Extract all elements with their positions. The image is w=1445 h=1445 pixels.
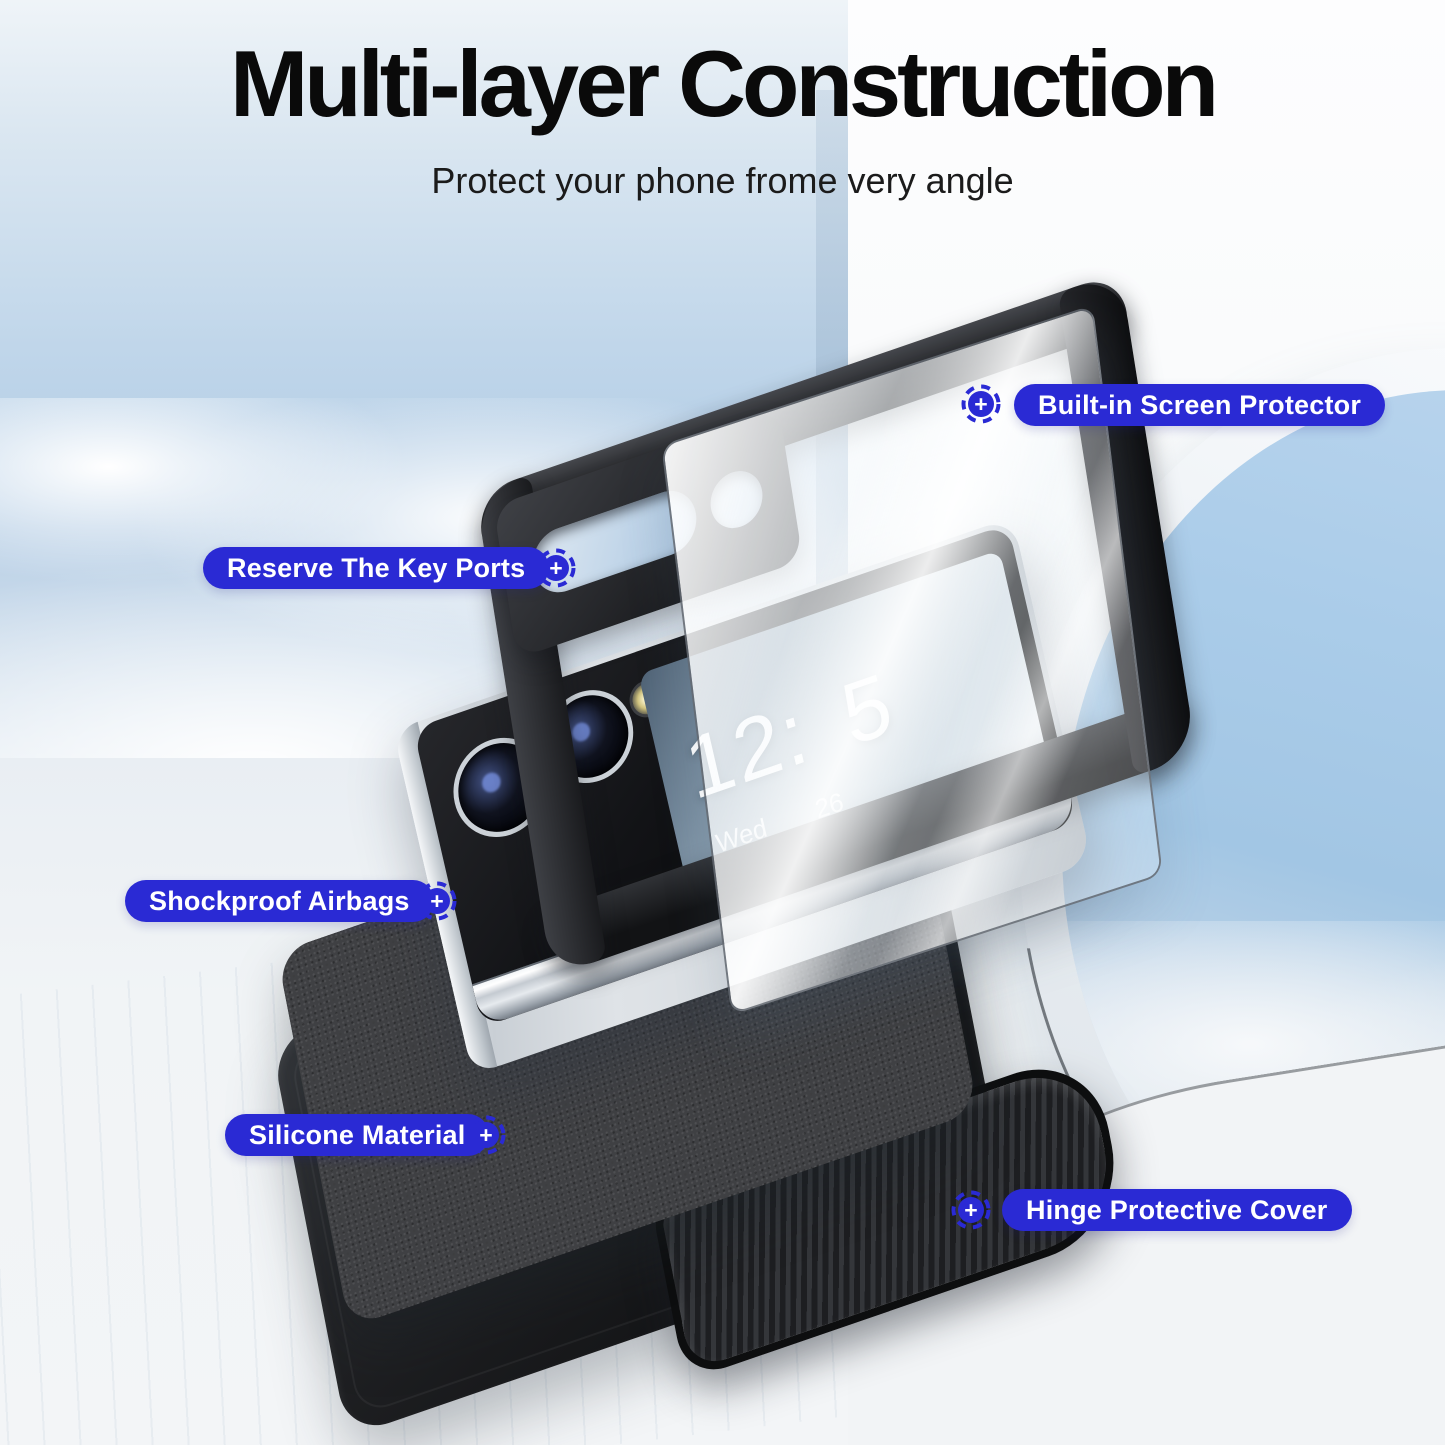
callout-pill-screen-protector: Built-in Screen Protector [1014,384,1386,426]
plus-glyph: + [473,1122,499,1148]
plus-glyph: + [543,555,569,581]
plus-icon: + [961,384,1001,424]
dashed-ring-icon [417,881,457,921]
dashed-ring-icon [536,548,576,588]
dashed-ring-icon [951,1190,991,1230]
callout-pill-hinge-cover: Hinge Protective Cover [1002,1189,1352,1231]
plus-glyph: + [424,888,450,914]
page-title: Multi-layer Construction [229,31,1219,136]
callout-pill-airbags: Shockproof Airbags [125,880,434,922]
plus-icon: + [951,1190,991,1230]
callout-pill-silicone: Silicone Material [225,1114,490,1156]
plus-icon: + [417,881,457,921]
callout-pill-key-ports: Reserve The Key Ports [203,547,550,589]
plus-glyph: + [958,1197,984,1223]
dashed-ring-icon [466,1115,506,1155]
dashed-ring-icon [961,384,1001,424]
plus-glyph: + [968,391,994,417]
plus-icon: + [466,1115,506,1155]
page-subtitle: Protect your phone frome very angle [431,160,1014,201]
plus-icon: + [536,548,576,588]
